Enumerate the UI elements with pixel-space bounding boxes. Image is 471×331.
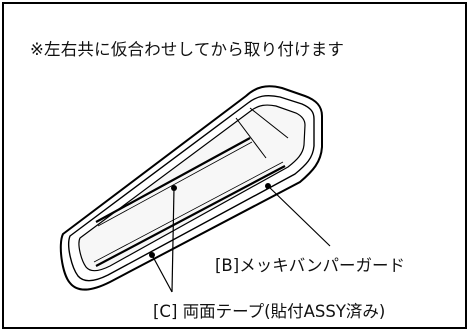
installation-note: ※左右共に仮合わせしてから取り付けます bbox=[30, 40, 345, 59]
label-double-sided-tape: [C] 両面テープ(貼付ASSY済み) bbox=[153, 302, 386, 321]
double-sided-tape-lower-edge bbox=[93, 161, 284, 263]
double-sided-tape-upper bbox=[95, 137, 251, 223]
bend-crease-line-2 bbox=[249, 107, 289, 139]
leader-line-c-lower bbox=[151, 254, 173, 293]
leader-dot-c-upper bbox=[171, 185, 177, 191]
double-sided-tape-upper-edge bbox=[97, 141, 253, 227]
leader-dot-b bbox=[265, 183, 271, 189]
leader-line-c-upper bbox=[171, 187, 175, 293]
label-bumper-guard: [B]メッキバンパーガード bbox=[215, 256, 406, 275]
leader-line-b bbox=[267, 185, 331, 247]
bumper-guard-face bbox=[78, 104, 306, 272]
double-sided-tape-lower bbox=[95, 165, 286, 267]
leader-dot-c-lower bbox=[149, 252, 155, 258]
bumper-guard-inner-rim bbox=[68, 94, 315, 282]
bend-crease-line bbox=[235, 117, 267, 159]
